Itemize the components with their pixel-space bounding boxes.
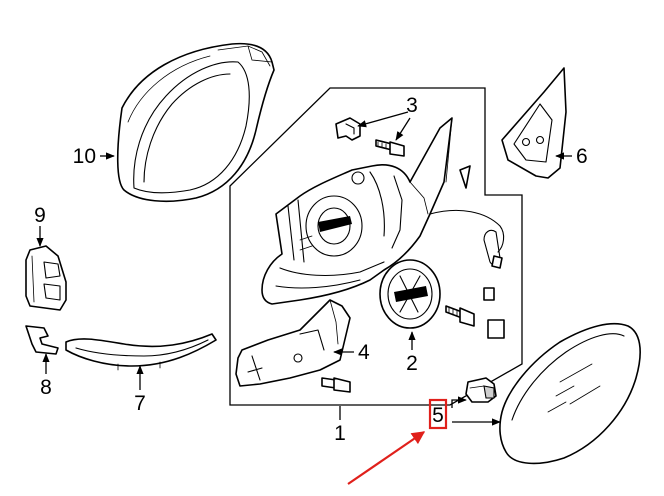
triangle-trim-part <box>501 67 567 179</box>
mirror-base-assembly <box>261 117 505 339</box>
callout-10: 10 <box>73 145 96 168</box>
mirror-cover-part <box>116 42 275 203</box>
highlight-arrow <box>347 431 426 485</box>
leader-3a <box>357 111 409 128</box>
leader-5a <box>451 396 467 408</box>
mirror-motor-part <box>379 259 441 329</box>
assembly-outline <box>229 87 523 406</box>
highlight-box-5 <box>428 398 448 430</box>
callout-9: 9 <box>34 204 46 227</box>
callout-6: 6 <box>576 145 588 168</box>
callout-2: 2 <box>406 352 418 375</box>
cover-screw <box>321 377 351 393</box>
callout-7: 7 <box>134 392 146 415</box>
turn-signal-lens-part <box>65 333 217 371</box>
motor-screw <box>445 305 475 327</box>
callout-4: 4 <box>358 341 370 364</box>
callout-8: 8 <box>40 376 52 399</box>
callout-3: 3 <box>406 94 418 117</box>
callout-5: 5 <box>432 404 444 427</box>
leader-3b <box>395 117 411 141</box>
clip-and-screw-part <box>335 117 405 157</box>
callout-1: 1 <box>334 422 346 445</box>
lower-cover-part <box>235 299 351 387</box>
lower-housing-part <box>25 245 67 311</box>
small-seal-part <box>25 325 59 355</box>
mirror-glass-part <box>465 322 641 465</box>
